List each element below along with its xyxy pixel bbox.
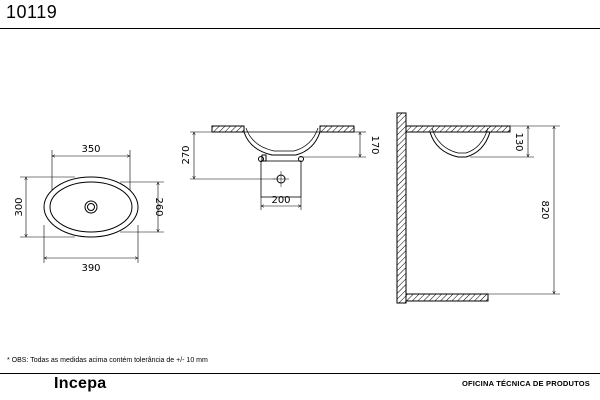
dim-label-200: 200 <box>271 195 290 206</box>
footer-divider <box>0 373 600 374</box>
countertop-right <box>319 125 355 133</box>
basin-inner-outline <box>49 181 133 233</box>
header-divider <box>0 28 600 29</box>
wall-view <box>396 112 560 304</box>
department-label: OFICINA TÉCNICA DE PRODUTOS <box>461 379 590 388</box>
dim-label-130: 130 <box>513 132 524 151</box>
countertop-left <box>211 125 245 133</box>
basin-profile-wall <box>429 131 491 158</box>
product-code: 10119 <box>6 2 58 22</box>
dim-label-300: 300 <box>14 197 25 216</box>
basin-outer-outline <box>43 176 139 238</box>
drain-body <box>261 154 267 162</box>
dim-label-270: 270 <box>181 145 192 164</box>
wall-hatch <box>396 112 407 304</box>
dim-label-260: 260 <box>153 197 164 216</box>
dim-label-820: 820 <box>539 200 550 219</box>
floor-hatch <box>405 293 489 302</box>
dim-label-390: 390 <box>81 263 100 274</box>
basin-profile <box>243 131 321 156</box>
countertop <box>405 125 511 133</box>
dim-label-170: 170 <box>369 135 380 154</box>
drain-inner <box>87 203 95 211</box>
brand-logo: Incepa <box>54 375 107 392</box>
dim-label-350: 350 <box>81 144 100 155</box>
side-view <box>190 125 366 210</box>
tolerance-note: * OBS: Todas as medidas acima contém tol… <box>7 357 208 364</box>
top-view <box>20 150 164 263</box>
drain-outer <box>84 200 98 214</box>
